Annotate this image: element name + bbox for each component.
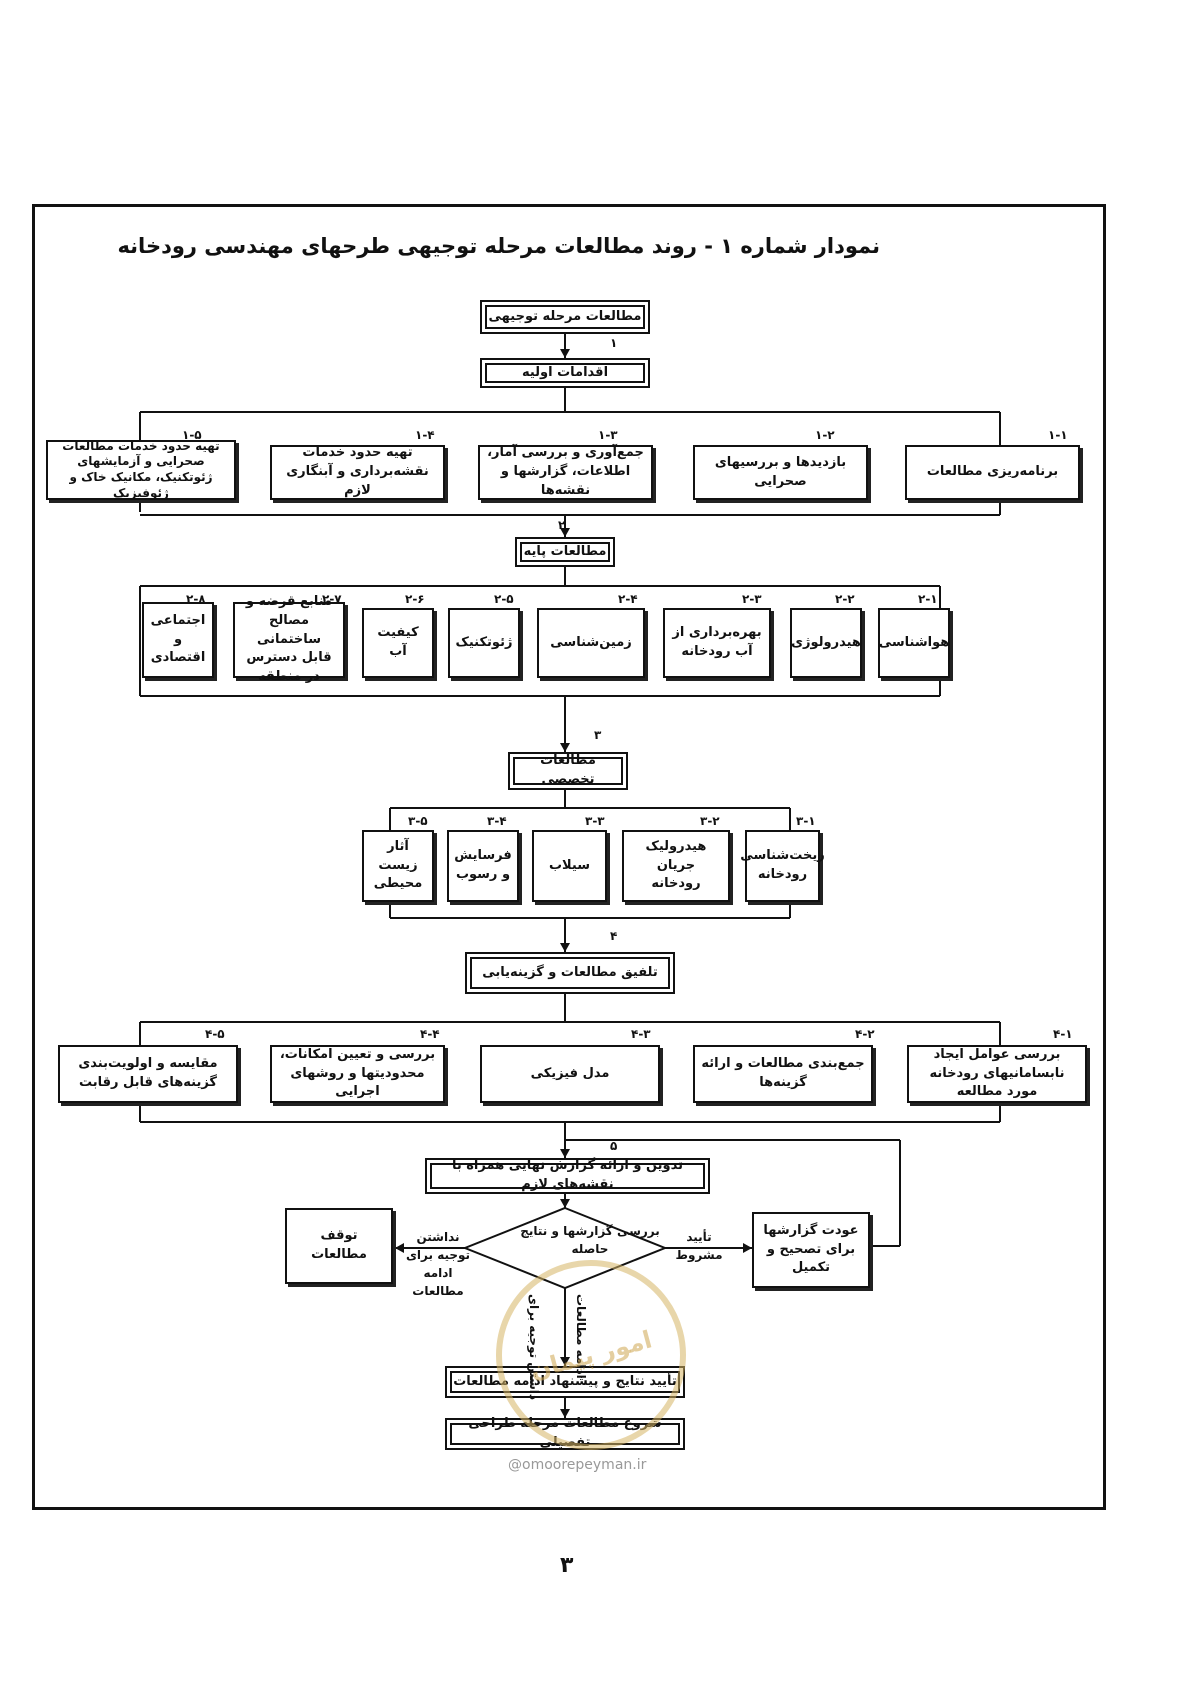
diagram-title: نمودار شماره ۱ - روند مطالعات مرحله توجی…	[117, 234, 880, 258]
revise-box: عودت گزارشها برای تصحیح و تکمیل	[752, 1212, 870, 1288]
label-1-3: ۱-۳	[598, 428, 618, 442]
box-4-2: جمع‌بندی مطالعات و ارائه گزینه‌ها	[693, 1045, 873, 1103]
continue-label-line2: ادامه مطالعات	[574, 1294, 588, 1379]
step-number-5: ۵	[610, 1139, 618, 1153]
box-4-1: بررسی عوامل ایجاد نابسامانیهای رودخانه م…	[907, 1045, 1087, 1103]
page-number: ۳	[560, 1553, 574, 1578]
box-4-5: مقایسه و اولویت‌بندی گزینه‌های قابل رقاب…	[58, 1045, 238, 1103]
box-1-5: تهیه حدود خدمات مطالعات صحرایی و آزمایشه…	[46, 439, 236, 500]
step-number-2: ۲	[558, 518, 566, 532]
step3-box: مطالعات تخصصی	[508, 752, 628, 790]
label-2-4: ۲-۴	[618, 592, 638, 606]
label-2-3: ۲-۳	[742, 592, 762, 606]
box-2-3: بهره‌برداری از آب رودخانه	[663, 608, 771, 678]
final-box: شروع مطالعات مرحله طراحی تفصیلی	[445, 1416, 685, 1450]
box-3-1: ریخت‌شناسی رودخانه	[740, 830, 825, 902]
label-3-3: ۳-۳	[585, 814, 605, 828]
step4-box: تلفیق مطالعات و گزینه‌یابی	[465, 952, 675, 994]
label-2-2: ۲-۲	[835, 592, 855, 606]
label-4-5: ۴-۵	[205, 1027, 225, 1041]
label-4-1: ۴-۱	[1053, 1027, 1073, 1041]
box-2-8: اجتماعی و اقتصادی	[142, 602, 214, 678]
step-number-3: ۳	[594, 728, 602, 742]
box-1-3: جمع‌آوری و بررسی آمار، اطلاعات، گزارشها …	[478, 445, 653, 500]
stop-box: توقف مطالعات	[285, 1208, 393, 1284]
box-4-4: بررسی و تعیین امکانات، محدودیتها و روشها…	[270, 1045, 445, 1103]
label-3-2: ۳-۲	[700, 814, 720, 828]
page-frame	[32, 204, 1106, 1510]
box-3-4: فرسایش و رسوب	[447, 830, 519, 902]
start-box: مطالعات مرحله توجیهی	[480, 300, 650, 334]
box-3-3: سیلاب	[532, 830, 607, 902]
decision-diamond-text: بررسی گزارشها و نتایج حاصله	[520, 1224, 660, 1256]
step2-box: مطالعات پایه	[515, 537, 615, 567]
label-1-4: ۱-۴	[415, 428, 435, 442]
label-1-5: ۱-۵	[182, 428, 202, 442]
label-4-3: ۴-۳	[631, 1027, 651, 1041]
label-3-1: ۳-۱	[796, 814, 816, 828]
box-2-7: منابع قرضه و مصالح ساختمانی قابل دسترس د…	[233, 594, 345, 684]
step-number-1: ۱	[610, 336, 618, 350]
label-1-1: ۱-۱	[1048, 428, 1068, 442]
conditional-approval-label: تأیید مشروط	[675, 1230, 723, 1262]
continue-label-line1: داشتن توجیه برای	[527, 1294, 541, 1401]
box-2-6: کیفیت آب	[362, 608, 434, 678]
label-2-6: ۲-۶	[405, 592, 425, 606]
label-2-5: ۲-۵	[494, 592, 514, 606]
box-2-1: هواشناسی	[878, 608, 950, 678]
box-1-1: برنامه‌ریزی مطالعات	[905, 445, 1080, 500]
box-3-5: آثار زیست محیطی	[362, 830, 434, 902]
box-2-2: هیدرولوژی	[790, 608, 862, 678]
watermark-text: @omoorepeyman.ir	[508, 1457, 647, 1473]
label-4-2: ۴-۲	[855, 1027, 875, 1041]
box-1-2: بازدیدها و بررسیهای صحرایی	[693, 445, 868, 500]
step5-box: تدوین و ارائه گزارش نهایی همراه با نقشه‌…	[425, 1158, 710, 1194]
box-2-4: زمین‌شناسی	[537, 608, 645, 678]
label-3-4: ۳-۴	[487, 814, 507, 828]
label-1-2: ۱-۲	[815, 428, 835, 442]
no-justification-label: نداشتن توجیه برای ادامه مطالعات	[405, 1230, 471, 1298]
box-3-2: هیدرولیک جریان رودخانه	[622, 830, 730, 902]
step-number-4: ۴	[610, 929, 618, 943]
step1-box: اقدامات اولیه	[480, 358, 650, 388]
label-4-4: ۴-۴	[420, 1027, 440, 1041]
approve-box: تأیید نتایج و پیشنهاد ادامه مطالعات	[445, 1366, 685, 1398]
box-1-4: تهیه حدود خدمات نقشه‌برداری و آبنگاری لا…	[270, 445, 445, 500]
label-2-1: ۲-۱	[918, 592, 938, 606]
box-2-5: ژئوتکنیک	[448, 608, 520, 678]
label-3-5: ۳-۵	[408, 814, 428, 828]
box-4-3: مدل فیزیکی	[480, 1045, 660, 1103]
